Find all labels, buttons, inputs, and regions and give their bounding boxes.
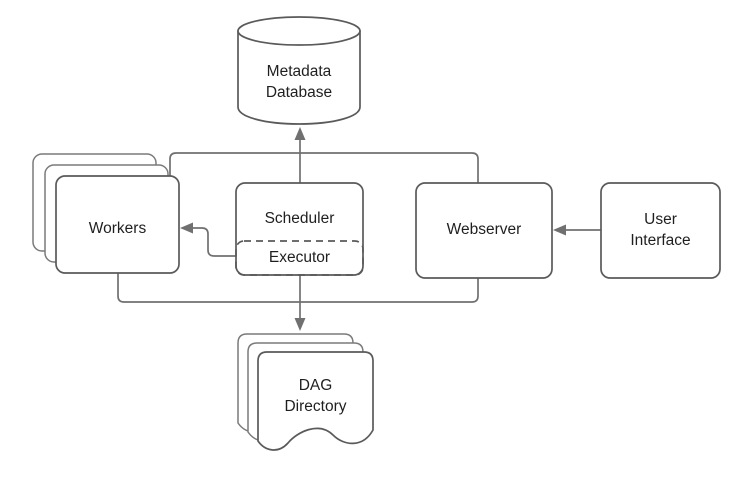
node-dag-directory[interactable]: DAG Directory bbox=[237, 333, 374, 451]
arrowhead-to-database bbox=[294, 127, 306, 140]
arrowhead-to-workers bbox=[180, 222, 193, 234]
connector-executor-to-workers bbox=[189, 227, 236, 257]
connector-layer bbox=[117, 127, 601, 331]
database-cylinder-body bbox=[237, 30, 361, 125]
upper-bus-line bbox=[169, 152, 479, 183]
dag-directory-label-line1: DAG bbox=[299, 377, 333, 394]
node-metadata-database[interactable]: Metadata Database bbox=[237, 16, 361, 125]
workers-stack-front bbox=[55, 175, 180, 274]
arrowhead-to-webserver bbox=[553, 224, 566, 236]
metadata-database-label-line1: Metadata bbox=[267, 63, 332, 80]
node-workers[interactable]: Workers bbox=[32, 153, 180, 274]
scheduler-label: Scheduler bbox=[265, 210, 335, 227]
user-interface-box bbox=[600, 182, 721, 279]
arrowhead-to-dag-directory bbox=[294, 318, 306, 331]
node-user-interface[interactable]: User Interface bbox=[600, 182, 721, 279]
workers-label: Workers bbox=[89, 220, 147, 237]
metadata-database-label-line2: Database bbox=[266, 84, 332, 101]
database-cylinder-top bbox=[237, 16, 361, 46]
webserver-label: Webserver bbox=[447, 221, 522, 238]
dag-document-front bbox=[257, 351, 374, 451]
user-interface-label-line1: User bbox=[644, 211, 677, 228]
node-executor[interactable]: Executor bbox=[235, 240, 364, 276]
node-scheduler[interactable]: Scheduler bbox=[235, 182, 364, 276]
webserver-box bbox=[415, 182, 553, 279]
dag-directory-label-line2: Directory bbox=[284, 398, 346, 415]
executor-box bbox=[235, 240, 364, 276]
executor-label: Executor bbox=[269, 249, 330, 266]
user-interface-label-line2: Interface bbox=[630, 232, 690, 249]
node-webserver[interactable]: Webserver bbox=[415, 182, 553, 279]
lower-bus-line bbox=[117, 273, 479, 303]
